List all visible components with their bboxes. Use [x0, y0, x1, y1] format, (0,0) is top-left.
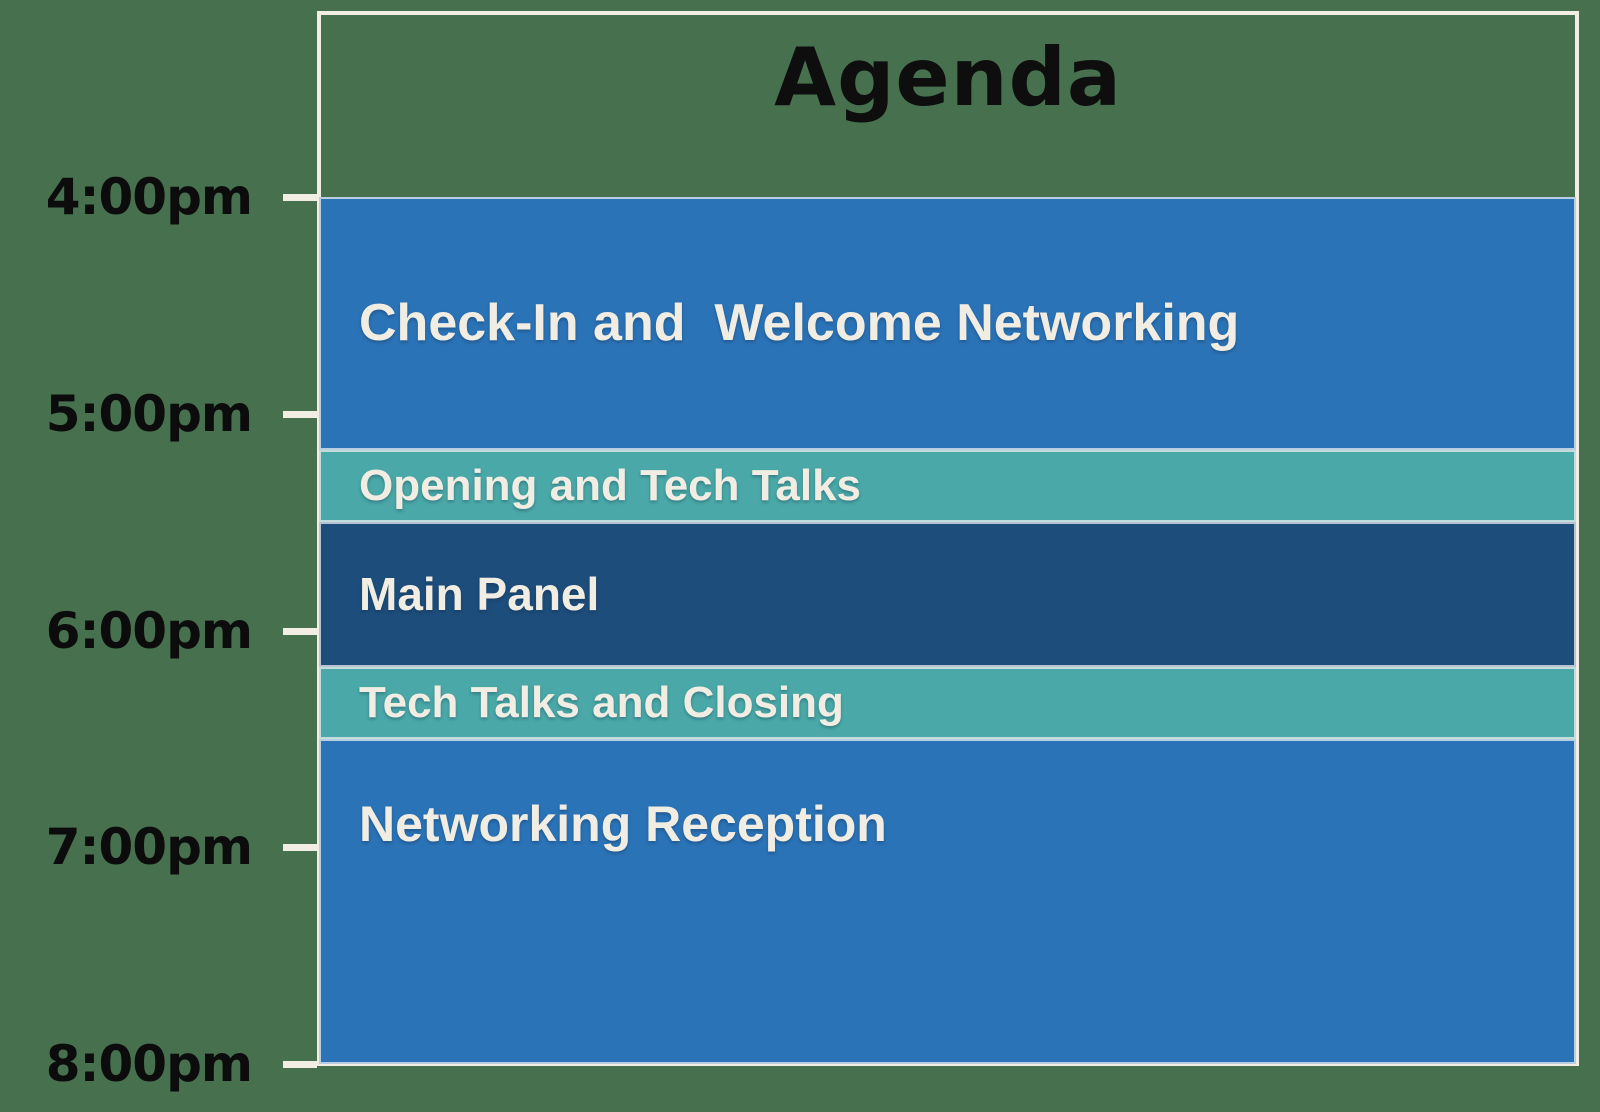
- event-label: Networking Reception: [359, 795, 887, 852]
- event-label: Opening and Tech Talks: [359, 460, 862, 510]
- event-block-networking-reception: Networking Reception: [319, 738, 1576, 1064]
- event-block-opening-and-tech-talks: Opening and Tech Talks: [319, 449, 1576, 523]
- event-block-check-in-and-welcome-networking: Check-In and Welcome Networking: [319, 197, 1576, 450]
- event-label: Main Panel: [359, 568, 600, 621]
- chart-title: Agenda: [774, 31, 1122, 124]
- axis-tick-mark: [283, 844, 317, 852]
- axis-tick-mark: [283, 410, 317, 418]
- axis-tick-mark: [283, 627, 317, 635]
- axis-tick-mark: [283, 1061, 317, 1068]
- axis-tick-label: 6:00pm: [45, 601, 253, 660]
- axis-tick-mark: [283, 194, 317, 201]
- axis-tick-label: 7:00pm: [45, 818, 253, 877]
- axis-tick-label: 8:00pm: [45, 1035, 253, 1093]
- event-block-main-panel: Main Panel: [319, 522, 1576, 667]
- event-label: Tech Talks and Closing: [359, 677, 844, 727]
- axis-tick-label: 4:00pm: [45, 168, 253, 226]
- event-block-tech-talks-and-closing: Tech Talks and Closing: [319, 666, 1576, 739]
- axis-tick-label: 5:00pm: [45, 384, 253, 443]
- event-label: Check-In and Welcome Networking: [359, 293, 1240, 352]
